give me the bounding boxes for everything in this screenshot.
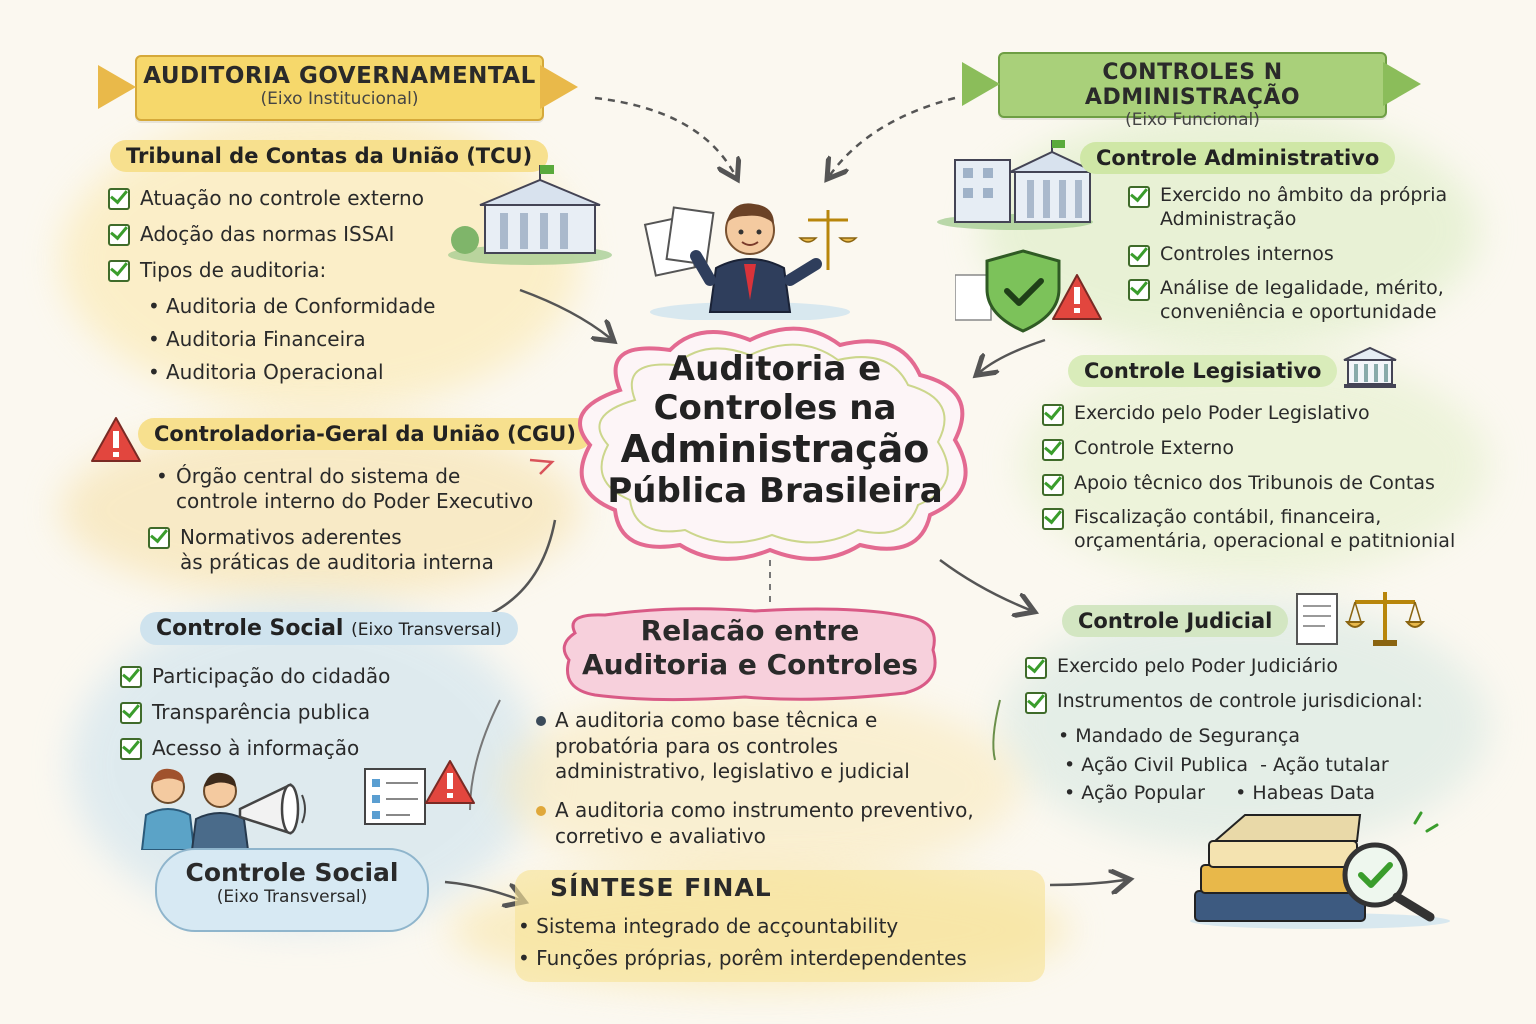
relacao-point-2: A auditoria como instrumento preventivo,… xyxy=(555,798,974,848)
check-icon xyxy=(1128,279,1150,302)
document-scales-icon xyxy=(1296,592,1426,646)
controle-social-badge: Controle Social (Eixo Transversal) xyxy=(155,848,429,932)
central-title-line: Controles na xyxy=(653,388,897,429)
ribbon-tail-right xyxy=(1383,62,1421,106)
controle-social-header: Controle Social (Eixo Transversal) xyxy=(140,612,518,645)
list-item: • Sistema integrado de acçountability xyxy=(518,914,899,938)
relacao-banner xyxy=(562,607,937,702)
check-icon xyxy=(120,702,142,724)
controle-judicial-list: Exercido pelo Poder Judiciário Instrumen… xyxy=(1025,655,1485,725)
wash-teal xyxy=(1000,600,1490,850)
citizens-megaphone-icon xyxy=(140,760,475,850)
central-title-line: Pública Brasileira xyxy=(607,470,943,511)
parliament-icon xyxy=(1343,346,1397,388)
list-item: Fiscalização contábil, financeira,orçame… xyxy=(1042,506,1482,554)
wash-relacao xyxy=(500,690,1020,880)
controle-judicial-title: Controle Judicial xyxy=(1062,605,1289,637)
list-item: • Mandado de Segurança xyxy=(1058,725,1300,747)
check-icon xyxy=(120,738,142,760)
check-icon xyxy=(148,527,170,549)
list-item: Atuação no controle externo xyxy=(108,186,488,211)
list-item: Auditoria Financeira xyxy=(108,327,488,352)
controle-administrativo-title: Controle Administrativo xyxy=(1080,142,1396,174)
check-icon xyxy=(108,260,130,282)
controles-adm-ribbon: CONTROLES N ADMINISTRAÇÃO (Eixo Funciona… xyxy=(998,52,1387,130)
list-item: Exercido pelo Poder Legislativo xyxy=(1042,402,1482,426)
controle-social-badge-sub: (Eixo Transversal) xyxy=(216,887,368,907)
controle-social-list: Participação do cidadão Transparência pu… xyxy=(120,664,500,772)
list-item: Controle Externo xyxy=(1042,437,1482,461)
judicial-instrumentos: • Mandado de Segurança • Ação Civil Publ… xyxy=(1058,722,1389,808)
list-item: Tipos de auditoria: xyxy=(108,258,488,283)
sintese-list: • Sistema integrado de acçountability • … xyxy=(518,910,967,974)
list-item: Adoção das normas ISSAI xyxy=(108,222,488,247)
list-item: Exercido pelo Poder Judiciário xyxy=(1025,655,1485,679)
wash-green-2 xyxy=(1020,350,1490,580)
auditoria-gov-title: AUDITORIA GOVERNAMENTAL xyxy=(143,63,536,89)
ribbon-tail-right xyxy=(540,65,578,109)
list-item: Análise de legalidade, mérito,conveniênc… xyxy=(1128,277,1488,325)
sintese-title: SÍNTESE FINAL xyxy=(550,873,772,902)
list-item: • Funções próprias, porêm interdependent… xyxy=(518,946,967,970)
check-icon xyxy=(1128,186,1150,208)
check-icon xyxy=(1128,244,1150,267)
check-icon xyxy=(1042,473,1064,496)
building-icon xyxy=(448,165,612,265)
check-icon xyxy=(108,188,130,210)
auditoria-gov-subtitle: (Eixo Institucional) xyxy=(260,89,419,109)
shield-check-icon xyxy=(955,249,1102,333)
relacao-title-line: Relacão entre xyxy=(640,614,860,647)
building-icon xyxy=(937,140,1096,230)
ribbon-tail-left xyxy=(98,65,136,109)
list-item: Instrumentos de controle jurisdicional: xyxy=(1025,690,1485,714)
central-cloud xyxy=(578,326,968,561)
list-item: Controles internos xyxy=(1128,243,1488,267)
ribbon-tail-left xyxy=(962,62,1000,106)
check-icon xyxy=(120,666,142,688)
controle-social-tag: (Eixo Transversal) xyxy=(351,620,502,640)
controle-legislativo-title: Controle Legisiativo xyxy=(1068,355,1338,387)
list-item: Acesso à informação xyxy=(120,736,500,761)
central-title-line: Auditoria e xyxy=(668,349,882,389)
list-item: Auditoria Operacional xyxy=(108,360,488,385)
bullet-dot xyxy=(536,716,546,726)
auditor-figure-icon xyxy=(643,203,858,320)
controles-adm-subtitle: (Eixo Funcional) xyxy=(1125,110,1260,130)
list-item: Apoio têcnico dos Tribunois de Contas xyxy=(1042,472,1482,496)
list-item: • Ação Civil Publica - Ação tutalar xyxy=(1058,753,1389,776)
central-title: Auditoria e Controles na Administração P… xyxy=(575,349,975,511)
sintese-background xyxy=(515,870,1045,982)
books-magnifier-icon xyxy=(1190,811,1450,929)
bullet-dot xyxy=(536,806,546,816)
cgu-title: Controladoria-Geral da União (CGU) xyxy=(138,418,592,450)
controle-legislativo-list: Exercido pelo Poder Legislativo Controle… xyxy=(1042,402,1482,565)
list-item: Participação do cidadão xyxy=(120,664,500,689)
check-icon xyxy=(108,224,130,246)
central-title-line: Administração xyxy=(620,427,930,472)
list-item: • Ação Popular • Habeas Data xyxy=(1058,782,1376,804)
list-item: Auditoria de Conformidade xyxy=(108,294,488,319)
tcu-title: Tribunal de Contas da União (TCU) xyxy=(110,140,549,172)
controles-adm-title: CONTROLES N ADMINISTRAÇÃO xyxy=(1084,60,1301,110)
check-icon xyxy=(1042,438,1064,461)
auditoria-gov-ribbon: AUDITORIA GOVERNAMENTAL (Eixo Institucio… xyxy=(135,55,544,121)
relacao-title: Relacão entre Auditoria e Controles xyxy=(555,614,945,681)
check-icon xyxy=(1042,404,1064,426)
check-icon xyxy=(1025,691,1047,714)
controle-social-title: Controle Social xyxy=(156,616,344,641)
relacao-title-line: Auditoria e Controles xyxy=(581,647,919,681)
tcu-list: Atuação no controle externo Adoção das n… xyxy=(108,186,488,393)
controle-social-badge-title: Controle Social xyxy=(185,858,399,887)
list-item: Transparência publica xyxy=(120,700,500,725)
check-icon xyxy=(1025,657,1047,679)
warning-icon xyxy=(91,417,141,462)
check-icon xyxy=(1042,508,1064,531)
